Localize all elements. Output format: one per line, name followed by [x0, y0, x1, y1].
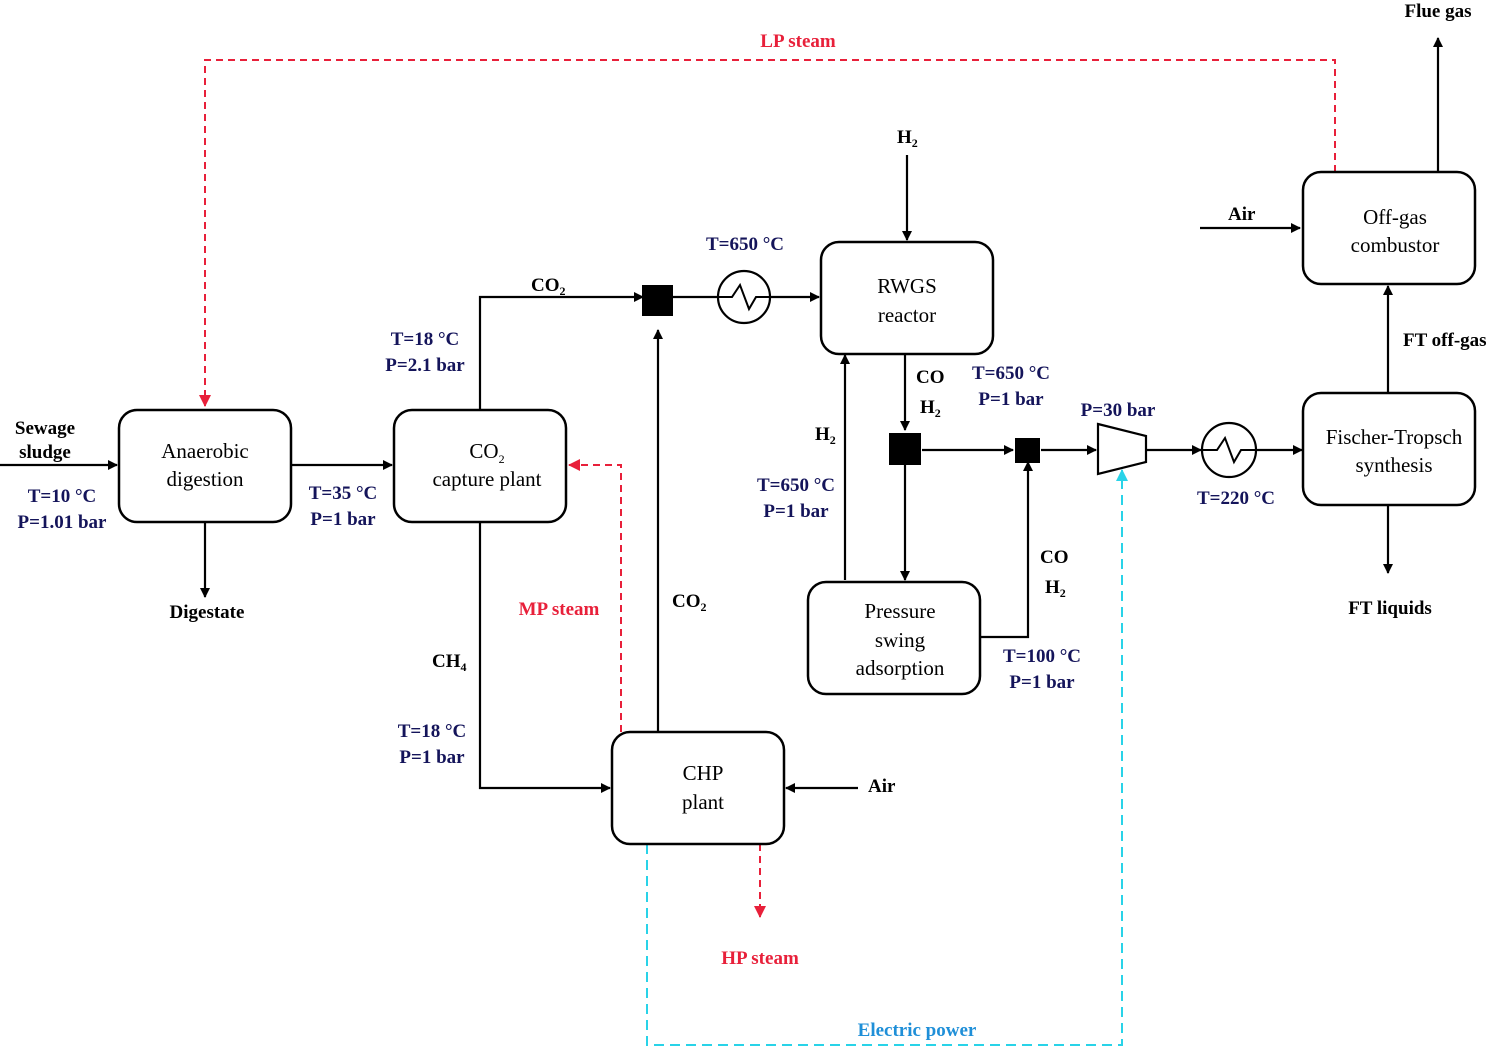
- compressor-pressure: P=30 bar: [1081, 400, 1156, 421]
- ft-offgas-label: FT off-gas: [1403, 330, 1487, 351]
- offgas-combustor-label-2: combustor: [1351, 233, 1440, 257]
- anaerobic-digestion-label-2: digestion: [167, 467, 244, 491]
- co-label-1: CO: [916, 367, 945, 388]
- co2-recycle-label: CO2: [672, 591, 707, 614]
- psa-out-temperature: T=100 °C: [1003, 646, 1081, 667]
- rwgs-reactor-label-1: RWGS: [877, 274, 937, 298]
- h2-recycle-temperature: T=650 °C: [757, 475, 835, 496]
- feed-temperature: T=10 °C: [28, 486, 97, 507]
- mp-steam-line: [568, 459, 622, 732]
- ft-synthesis-label-1: Fischer-Tropsch: [1326, 425, 1463, 449]
- co2-out-temperature: T=18 °C: [391, 329, 460, 350]
- electric-power-label: Electric power: [858, 1020, 977, 1041]
- utility-flows: [199, 59, 1336, 1046]
- syngas-mixer: [1015, 438, 1040, 463]
- ch4-out-temperature: T=18 °C: [398, 721, 467, 742]
- material-flows: [0, 37, 1443, 793]
- psa-label-2: swing: [875, 628, 926, 652]
- co2-capture-label-2: capture plant: [432, 467, 541, 491]
- h2-recycle-label: H2: [815, 424, 836, 447]
- digestate-label: Digestate: [170, 602, 245, 623]
- co2-mixer: [642, 285, 673, 316]
- heater1-temperature: T=650 °C: [706, 234, 784, 255]
- psa-label-3: adsorption: [856, 656, 945, 680]
- ch4-to-chp-flow: [478, 522, 611, 793]
- h2-label-2: H2: [1045, 577, 1066, 600]
- anaerobic-digestion-unit: [117, 408, 293, 524]
- co2-to-mixer-flow: [478, 292, 644, 410]
- h2-label-1: H2: [920, 397, 941, 420]
- digester-out-temperature: T=35 °C: [309, 483, 378, 504]
- co2-capture-label-1: CO2: [469, 439, 504, 466]
- ft-synthesis-label-2: synthesis: [1355, 453, 1432, 477]
- heater-1-icon: [716, 269, 772, 325]
- ft-synthesis-unit: [1301, 391, 1477, 507]
- digester-out-pressure: P=1 bar: [310, 509, 376, 530]
- chp-plant-label-2: plant: [682, 790, 724, 814]
- lp-steam-line: [199, 59, 1336, 407]
- heater2-temperature: T=220 °C: [1197, 488, 1275, 509]
- electric-power-line: [646, 469, 1128, 1046]
- co-label-2: CO: [1040, 547, 1069, 568]
- psa-unit: [806, 580, 982, 696]
- chp-plant-label-1: CHP: [683, 761, 724, 785]
- sewage-sludge-label-1: Sewage: [15, 418, 75, 439]
- syngas-splitter: [889, 433, 921, 465]
- air-chp-label: Air: [868, 776, 896, 797]
- co2-out-pressure: P=2.1 bar: [385, 355, 465, 376]
- rwgs-reactor-label-2: reactor: [878, 303, 936, 327]
- psa-to-mixer2-flow: [981, 461, 1033, 639]
- flue-gas-label: Flue gas: [1404, 1, 1471, 22]
- compressor-icon: [1096, 422, 1148, 476]
- heater-2-icon: [1200, 421, 1258, 479]
- rwgs-reactor-unit: [819, 240, 995, 356]
- h2-recycle-pressure: P=1 bar: [763, 501, 829, 522]
- offgas-combustor-label-1: Off-gas: [1363, 205, 1427, 229]
- psa-label-1: Pressure: [864, 599, 935, 623]
- anaerobic-digestion-label-1: Anaerobic: [161, 439, 248, 463]
- h2-feed-label: H2: [897, 127, 918, 150]
- rwgs-out-temperature: T=650 °C: [972, 363, 1050, 384]
- mp-steam-label: MP steam: [519, 599, 600, 620]
- sewage-sludge-label-2: sludge: [19, 442, 71, 463]
- co2-stream-label: CO2: [531, 275, 566, 298]
- lp-steam-label: LP steam: [760, 31, 836, 52]
- hp-steam-label: HP steam: [721, 948, 799, 969]
- ft-liquids-label: FT liquids: [1348, 598, 1432, 619]
- air-combustor-label: Air: [1228, 204, 1256, 225]
- ch4-stream-label: CH4: [432, 651, 467, 674]
- rwgs-out-pressure: P=1 bar: [978, 389, 1044, 410]
- co2-capture-unit: [392, 408, 568, 524]
- feed-pressure: P=1.01 bar: [18, 512, 107, 533]
- chp-plant-unit: [610, 730, 786, 846]
- offgas-combustor-unit: [1301, 170, 1477, 286]
- ch4-out-pressure: P=1 bar: [399, 747, 465, 768]
- psa-out-pressure: P=1 bar: [1009, 672, 1075, 693]
